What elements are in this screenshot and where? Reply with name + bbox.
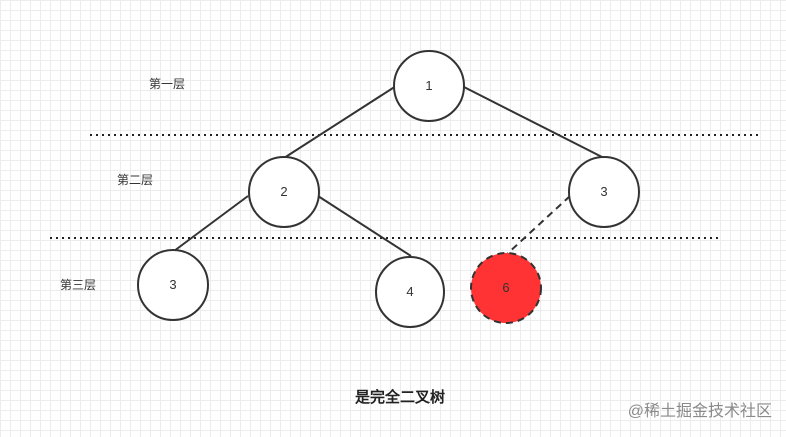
watermark: @稀土掘金技术社区: [627, 403, 772, 420]
node-left-left-label: 3: [169, 277, 176, 292]
node-root: 1: [393, 50, 465, 122]
edge-3-6-dashed: [505, 195, 571, 256]
node-right: 3: [568, 156, 640, 228]
edge-1-2: [283, 85, 397, 159]
node-right-left-highlighted: 6: [470, 252, 542, 324]
edge-2-4: [317, 195, 412, 257]
diagram-caption: 是完全二叉树: [354, 389, 445, 406]
node-right-label: 3: [600, 184, 607, 199]
layer-1-label: 第一层: [149, 77, 186, 91]
edge-1-3: [461, 85, 605, 159]
layer-2-label: 第二层: [117, 173, 154, 187]
edge-2-3: [173, 195, 249, 252]
layer-3-label: 第三层: [60, 278, 97, 292]
node-left-right-label: 4: [406, 284, 413, 299]
node-left-left: 3: [137, 249, 209, 321]
node-root-label: 1: [425, 78, 432, 93]
node-left-right: 4: [375, 256, 445, 328]
node-right-left-label: 6: [502, 280, 509, 295]
node-left-label: 2: [280, 184, 287, 199]
node-left: 2: [248, 156, 320, 228]
